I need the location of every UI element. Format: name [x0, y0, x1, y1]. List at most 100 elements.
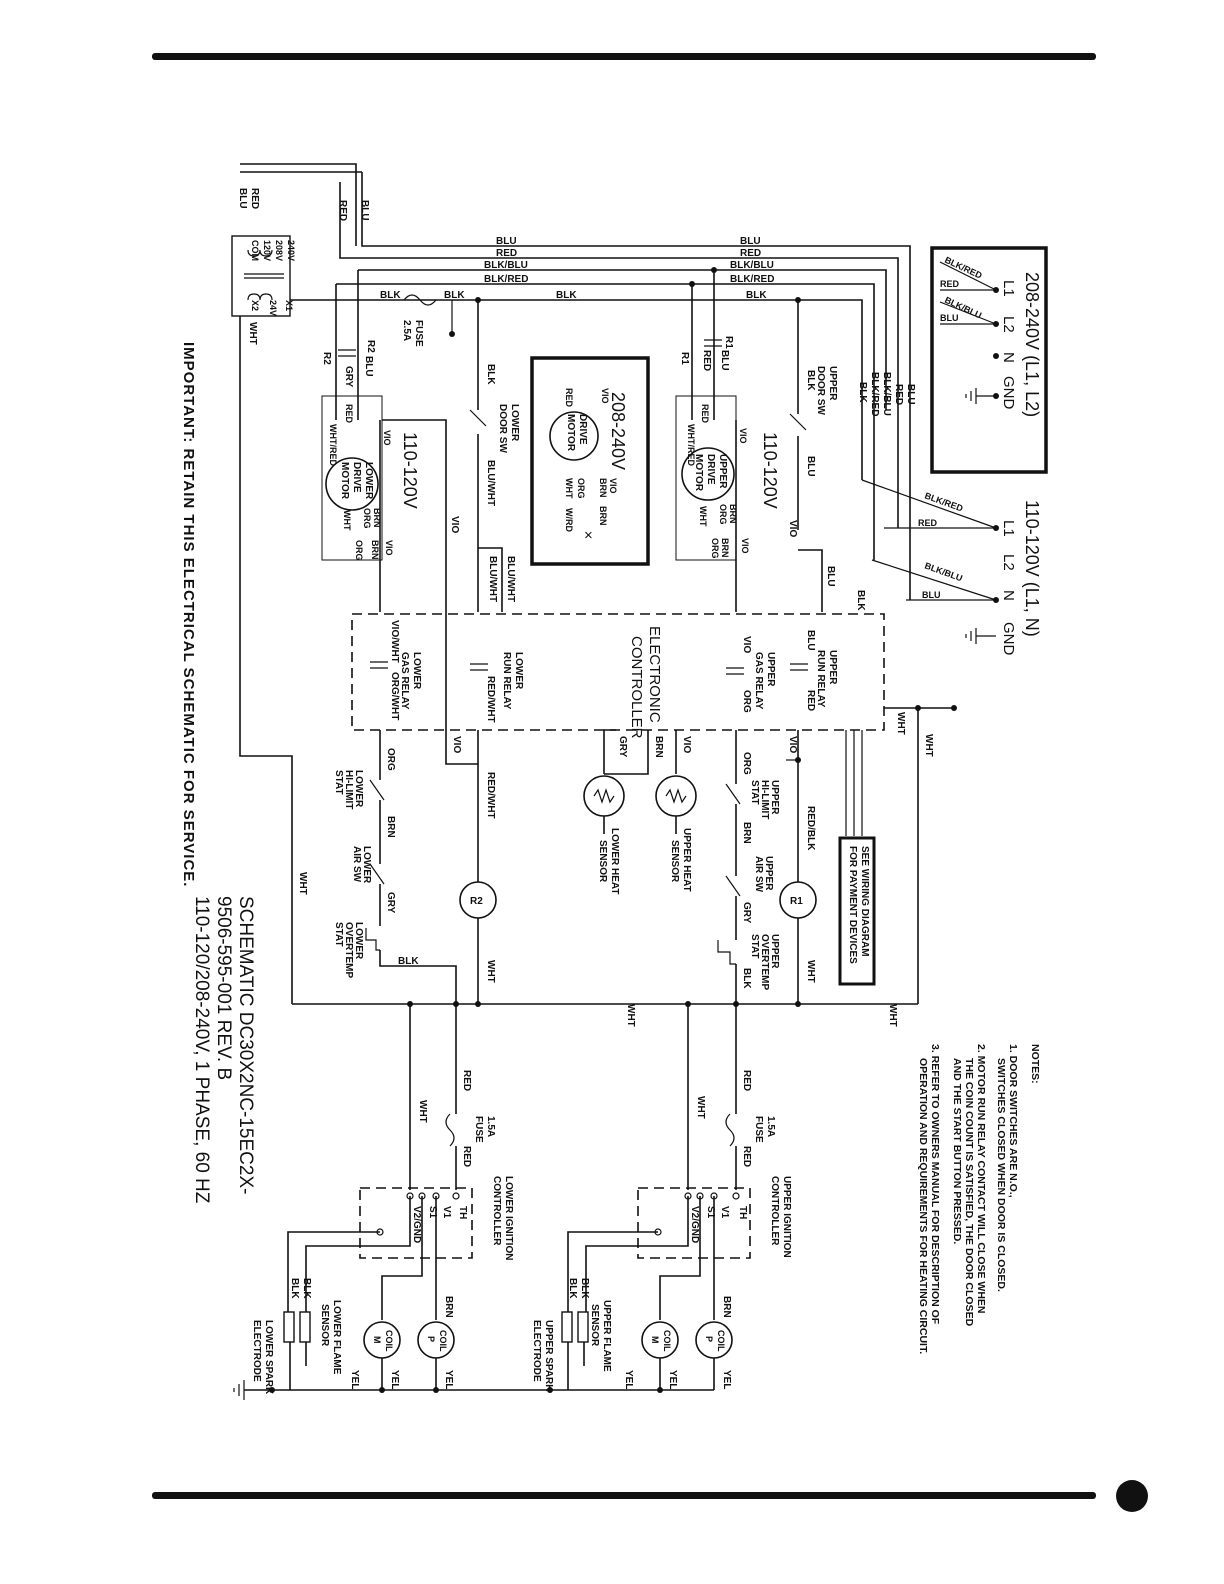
pin-label: S1 — [705, 1206, 716, 1219]
cap-label: R1 — [723, 336, 734, 349]
coil-label: M — [372, 1336, 382, 1344]
wire-label: RED — [741, 1146, 752, 1167]
motor-name: MOTOR — [565, 414, 576, 452]
wire-label: BLU — [359, 200, 370, 221]
terminal-l2: L2 — [1000, 554, 1017, 571]
see-wiring-note: SEE WIRING DIAGRAM FOR PAYMENT DEVICES — [838, 836, 876, 986]
upper-drive-motor: 110-120V UPPER DRIVE MOTOR VIO BRN RED O… — [675, 270, 866, 612]
note-line: 2. MOTOR RUN RELAY CONTACT WILL CLOSE WH… — [975, 1044, 987, 1314]
wire-label: BLK/RED — [943, 255, 984, 281]
coil-label: P — [426, 1336, 436, 1342]
pin-label: BRN — [720, 538, 730, 558]
wire-label: YEL — [721, 1370, 732, 1389]
terminal-n: N — [1000, 590, 1017, 601]
coil-label: P — [704, 1336, 714, 1342]
schematic-number: 9506-595-001 REV. B — [213, 896, 234, 1080]
ignition-label: CONTROLLER — [769, 1176, 780, 1246]
pin-label: VIO — [740, 538, 750, 554]
wire-label: RED — [337, 200, 348, 221]
wire-label: BLK/RED — [484, 274, 528, 285]
wire-label: BLU — [905, 384, 916, 405]
power-110-120-block: 110-120V (L1, N) L1 L2 N GND BLK/RED RED… — [861, 479, 1042, 656]
switch-label: LOWER — [353, 770, 364, 808]
pin-label: ORG — [718, 504, 728, 525]
controller-label: CONTROLLER — [628, 636, 645, 739]
tap-label: 24V — [268, 300, 278, 316]
drive-motor-240: 208-240V DRIVE MOTOR VIO BRN RED ORG WHT… — [530, 356, 650, 566]
switch-label: OVERTEMP — [343, 922, 354, 978]
motor-name: DRIVE — [351, 462, 362, 493]
relay-label: UPPER — [827, 650, 838, 685]
supply-buses: BLU BLU RED RED BLK/BLU BLK/BLU BLK/RED … — [240, 163, 916, 600]
wire-label: BLU/WHT — [485, 460, 496, 506]
pin-label: BRN — [370, 540, 380, 560]
wire-label: BLK — [485, 364, 496, 385]
page-marker-dot — [1116, 1480, 1148, 1512]
wire-label: BRN — [653, 736, 664, 758]
heat-sensors: VIO BRN GRY UPPER HEAT SENSOR LOWER HEAT… — [583, 729, 697, 894]
switch-label: HI-LIMIT — [759, 780, 770, 819]
power-208-heading: 208-240V (L1, L2) — [1022, 272, 1042, 417]
wire-label: GRY — [385, 892, 396, 914]
wire-label: RED — [701, 350, 712, 371]
x-mark: × — [584, 527, 593, 544]
lower-ignition: RED 1.5A FUSE RED WHT TH V1 S1 V2/GND LO… — [251, 1070, 514, 1395]
wire-label: BRN — [385, 816, 396, 838]
sensor-label: SENSOR — [597, 840, 608, 883]
wire-label: YEL — [443, 1370, 454, 1389]
wire-label: WHT — [417, 1100, 428, 1123]
pin-label: BRN — [598, 506, 608, 526]
pin-label: RED — [700, 404, 710, 424]
switch-label: STAT — [749, 934, 760, 959]
relay-coil: R1 — [790, 896, 803, 907]
wire-label: BLU — [740, 236, 761, 247]
wire-label: WHT — [485, 960, 496, 983]
wire-label: ORG — [741, 690, 752, 713]
wire-label: BLK/RED — [730, 274, 774, 285]
motor-name: MOTOR — [339, 462, 350, 500]
wire-label: BLK — [301, 1278, 312, 1299]
motor-name: DRIVE — [705, 454, 716, 485]
wire-label: BLK — [556, 290, 577, 301]
sensor-label: SENSOR — [589, 1304, 600, 1347]
wire-label: RED — [893, 384, 904, 405]
wire-label: ORG — [385, 748, 396, 771]
note-text: FOR PAYMENT DEVICES — [847, 846, 858, 964]
fuse-rating: 2.5A — [401, 320, 412, 341]
schematic-title: SCHEMATIC DC30X2NC-15EC2X- — [235, 896, 256, 1194]
pin-label: ORG — [354, 540, 364, 561]
wire-label: YEL — [623, 1370, 634, 1389]
wire-label: WHT — [247, 322, 258, 345]
wire-label: VIO — [451, 736, 462, 753]
wire-label: BLK/RED — [923, 490, 964, 513]
tap-label: 120V — [262, 240, 272, 261]
pin-label: BRN — [372, 508, 382, 528]
note-line: SWITCHES CLOSED WHEN DOOR IS CLOSED. — [995, 1058, 1007, 1292]
relay-label: RUN RELAY — [815, 650, 826, 708]
wire-label: VIO — [449, 516, 460, 533]
pin-label: S1 — [427, 1206, 438, 1219]
pin-label: RED — [564, 388, 574, 408]
motor-name: MOTOR — [693, 454, 704, 492]
terminal-l1: L1 — [1000, 520, 1017, 537]
pin-label: VIO — [384, 540, 394, 556]
notes-block: NOTES: 1. DOOR SWITCHES ARE N.O., SWITCH… — [917, 1044, 1041, 1354]
wire-label: WHT — [695, 1096, 706, 1119]
switch-label: AIR SW — [351, 846, 362, 883]
wire-label: BLU — [719, 350, 730, 371]
wire-label: WHT — [625, 1004, 636, 1027]
motor-name: DRIVE — [577, 414, 588, 445]
important-note: IMPORTANT: RETAIN THIS ELECTRICAL SCHEMA… — [180, 342, 197, 887]
wire-label: BLU — [940, 313, 959, 323]
wire-label: BLU — [825, 566, 836, 587]
wire-label: BLK — [579, 1278, 590, 1299]
fuse-label: FUSE — [413, 320, 424, 347]
note-line: 1. DOOR SWITCHES ARE N.O., — [1007, 1044, 1019, 1198]
tap-label: X2 — [250, 300, 260, 311]
upper-ignition: RED 1.5A FUSE RED WHT TH V1 S1 V2/GND UP… — [531, 1070, 792, 1392]
fuse-label: FUSE — [473, 1116, 484, 1143]
wire-label: BLU — [237, 188, 248, 209]
power-208-240-block: 208-240V (L1, L2) L1 L2 N GND BLK/RED RE… — [930, 246, 1048, 474]
pin-label: V1 — [441, 1206, 452, 1219]
